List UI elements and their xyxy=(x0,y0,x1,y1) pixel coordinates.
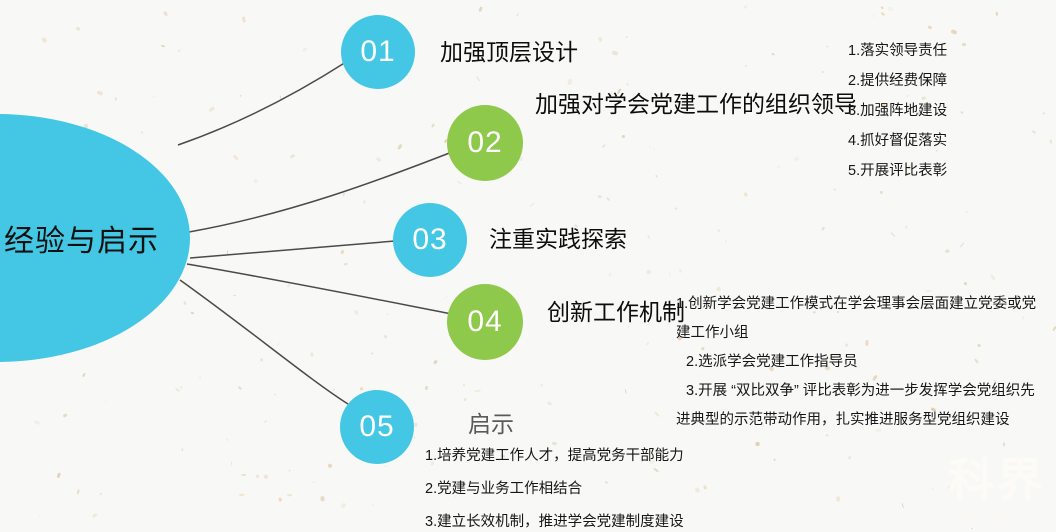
list-item: 建工作小组 xyxy=(676,325,749,341)
node-circle-02[interactable]: 02 xyxy=(447,105,523,181)
node-04-detail-list: 1.创新学会党建工作模式在学会理事会层面建立党委或党 建工作小组 2.选派学会党… xyxy=(676,290,1052,435)
node-02-detail-list: 1.落实领导责任 2.提供经费保障 3.加强阵地建设 4.抓好督促落实 5.开展… xyxy=(848,36,1038,186)
list-item: 4.抓好督促落实 xyxy=(848,133,948,149)
list-item: 1.落实领导责任 xyxy=(848,43,948,59)
list-item: 3.开展 “双比双争” 评比表彰为进一步发挥学会党组织先 xyxy=(686,383,1035,399)
node-circle-03[interactable]: 03 xyxy=(393,203,467,277)
node-number-05: 05 xyxy=(359,410,395,443)
node-05-detail-list: 1.培养党建工作人才，提高党务干部能力 2.党建与业务工作相结合 3.建立长效机… xyxy=(425,440,945,532)
connector-to-node-05 xyxy=(179,279,349,405)
watermark-en-text: SciMall xyxy=(956,504,1038,527)
connector-to-node-03 xyxy=(189,240,396,259)
node-number-02: 02 xyxy=(467,126,503,159)
watermark-cn-text: 科界 xyxy=(948,454,1046,506)
node-heading-05: 启示 xyxy=(468,411,514,437)
central-hub-label: 经验与启示 xyxy=(4,225,159,258)
list-item: 进典型的示范带动作用，扎实推进服务型党组织建设 xyxy=(676,412,1010,428)
node-heading-04: 创新工作机制 xyxy=(547,299,685,325)
node-heading-01: 加强顶层设计 xyxy=(440,39,578,65)
list-item: 2.提供经费保障 xyxy=(848,73,948,89)
node-circle-01[interactable]: 01 xyxy=(341,15,415,89)
connector-to-node-01 xyxy=(177,61,347,146)
list-item: 5.开展评比表彰 xyxy=(848,163,948,179)
node-heading-03: 注重实践探索 xyxy=(489,226,627,252)
list-item: 3.建立长效机制，推进学会党建制度建设 xyxy=(425,514,684,530)
node-heading-02: 加强对学会党建工作的组织领导 xyxy=(535,91,857,117)
node-number-04: 04 xyxy=(467,305,503,338)
list-item: 2.党建与业务工作相结合 xyxy=(425,481,583,497)
node-number-01: 01 xyxy=(360,35,396,68)
node-number-03: 03 xyxy=(412,223,448,256)
list-item: 2.选派学会党建工作指导员 xyxy=(686,354,858,370)
list-item: 1.创新学会党建工作模式在学会理事会层面建立党委或党 xyxy=(676,296,1037,312)
node-circle-04[interactable]: 04 xyxy=(447,284,523,360)
watermark: 科界 SciMall xyxy=(948,456,1046,528)
node-circle-05[interactable]: 05 xyxy=(340,390,414,464)
list-item: 1.培养党建工作人才，提高党务干部能力 xyxy=(425,448,684,464)
list-item: 3.加强阵地建设 xyxy=(848,103,948,119)
